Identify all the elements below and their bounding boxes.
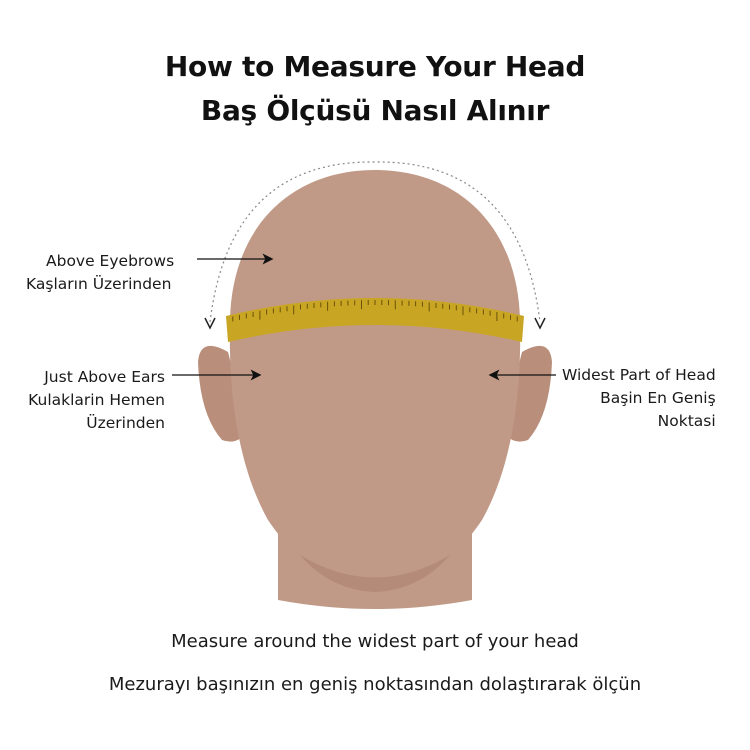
label-widest-part-tr-1: Başin En Geniş [600, 389, 716, 407]
ears-pointer-arrow-icon [172, 369, 262, 381]
head [229, 170, 521, 586]
label-just-above-ears-tr-2: Üzerinden [86, 414, 165, 432]
caption-english: Measure around the widest part of your h… [171, 631, 579, 652]
widest-pointer-arrow-icon [488, 369, 556, 381]
measurement-arc [209, 161, 541, 323]
title-english: How to Measure Your Head [164, 50, 586, 83]
label-widest-part: Widest Part of Head Başin En Geniş Nokta… [562, 364, 716, 433]
arc-arrow-left-icon [204, 317, 216, 330]
label-just-above-ears-en: Just Above Ears [44, 368, 165, 386]
label-above-eyebrows-en: Above Eyebrows [46, 252, 175, 270]
eyebrows-pointer-arrow-icon [197, 253, 274, 265]
label-widest-part-tr-2: Noktasi [657, 412, 716, 430]
label-just-above-ears-tr-1: Kulaklarin Hemen [28, 391, 165, 409]
jaw-shadow [300, 555, 450, 592]
tape-ticks [232, 300, 518, 322]
label-widest-part-en: Widest Part of Head [562, 366, 716, 384]
label-above-eyebrows-tr: Kaşların Üzerinden [26, 275, 172, 293]
caption-turkish: Mezurayı başınızın en geniş noktasından … [108, 674, 642, 695]
label-just-above-ears: Just Above Ears Kulaklarin Hemen Üzerind… [28, 366, 165, 435]
arc-arrow-right-icon [534, 317, 546, 330]
title-turkish: Baş Ölçüsü Nasıl Alınır [200, 94, 550, 127]
label-above-eyebrows: Above Eyebrows Kaşların Üzerinden [26, 250, 175, 296]
